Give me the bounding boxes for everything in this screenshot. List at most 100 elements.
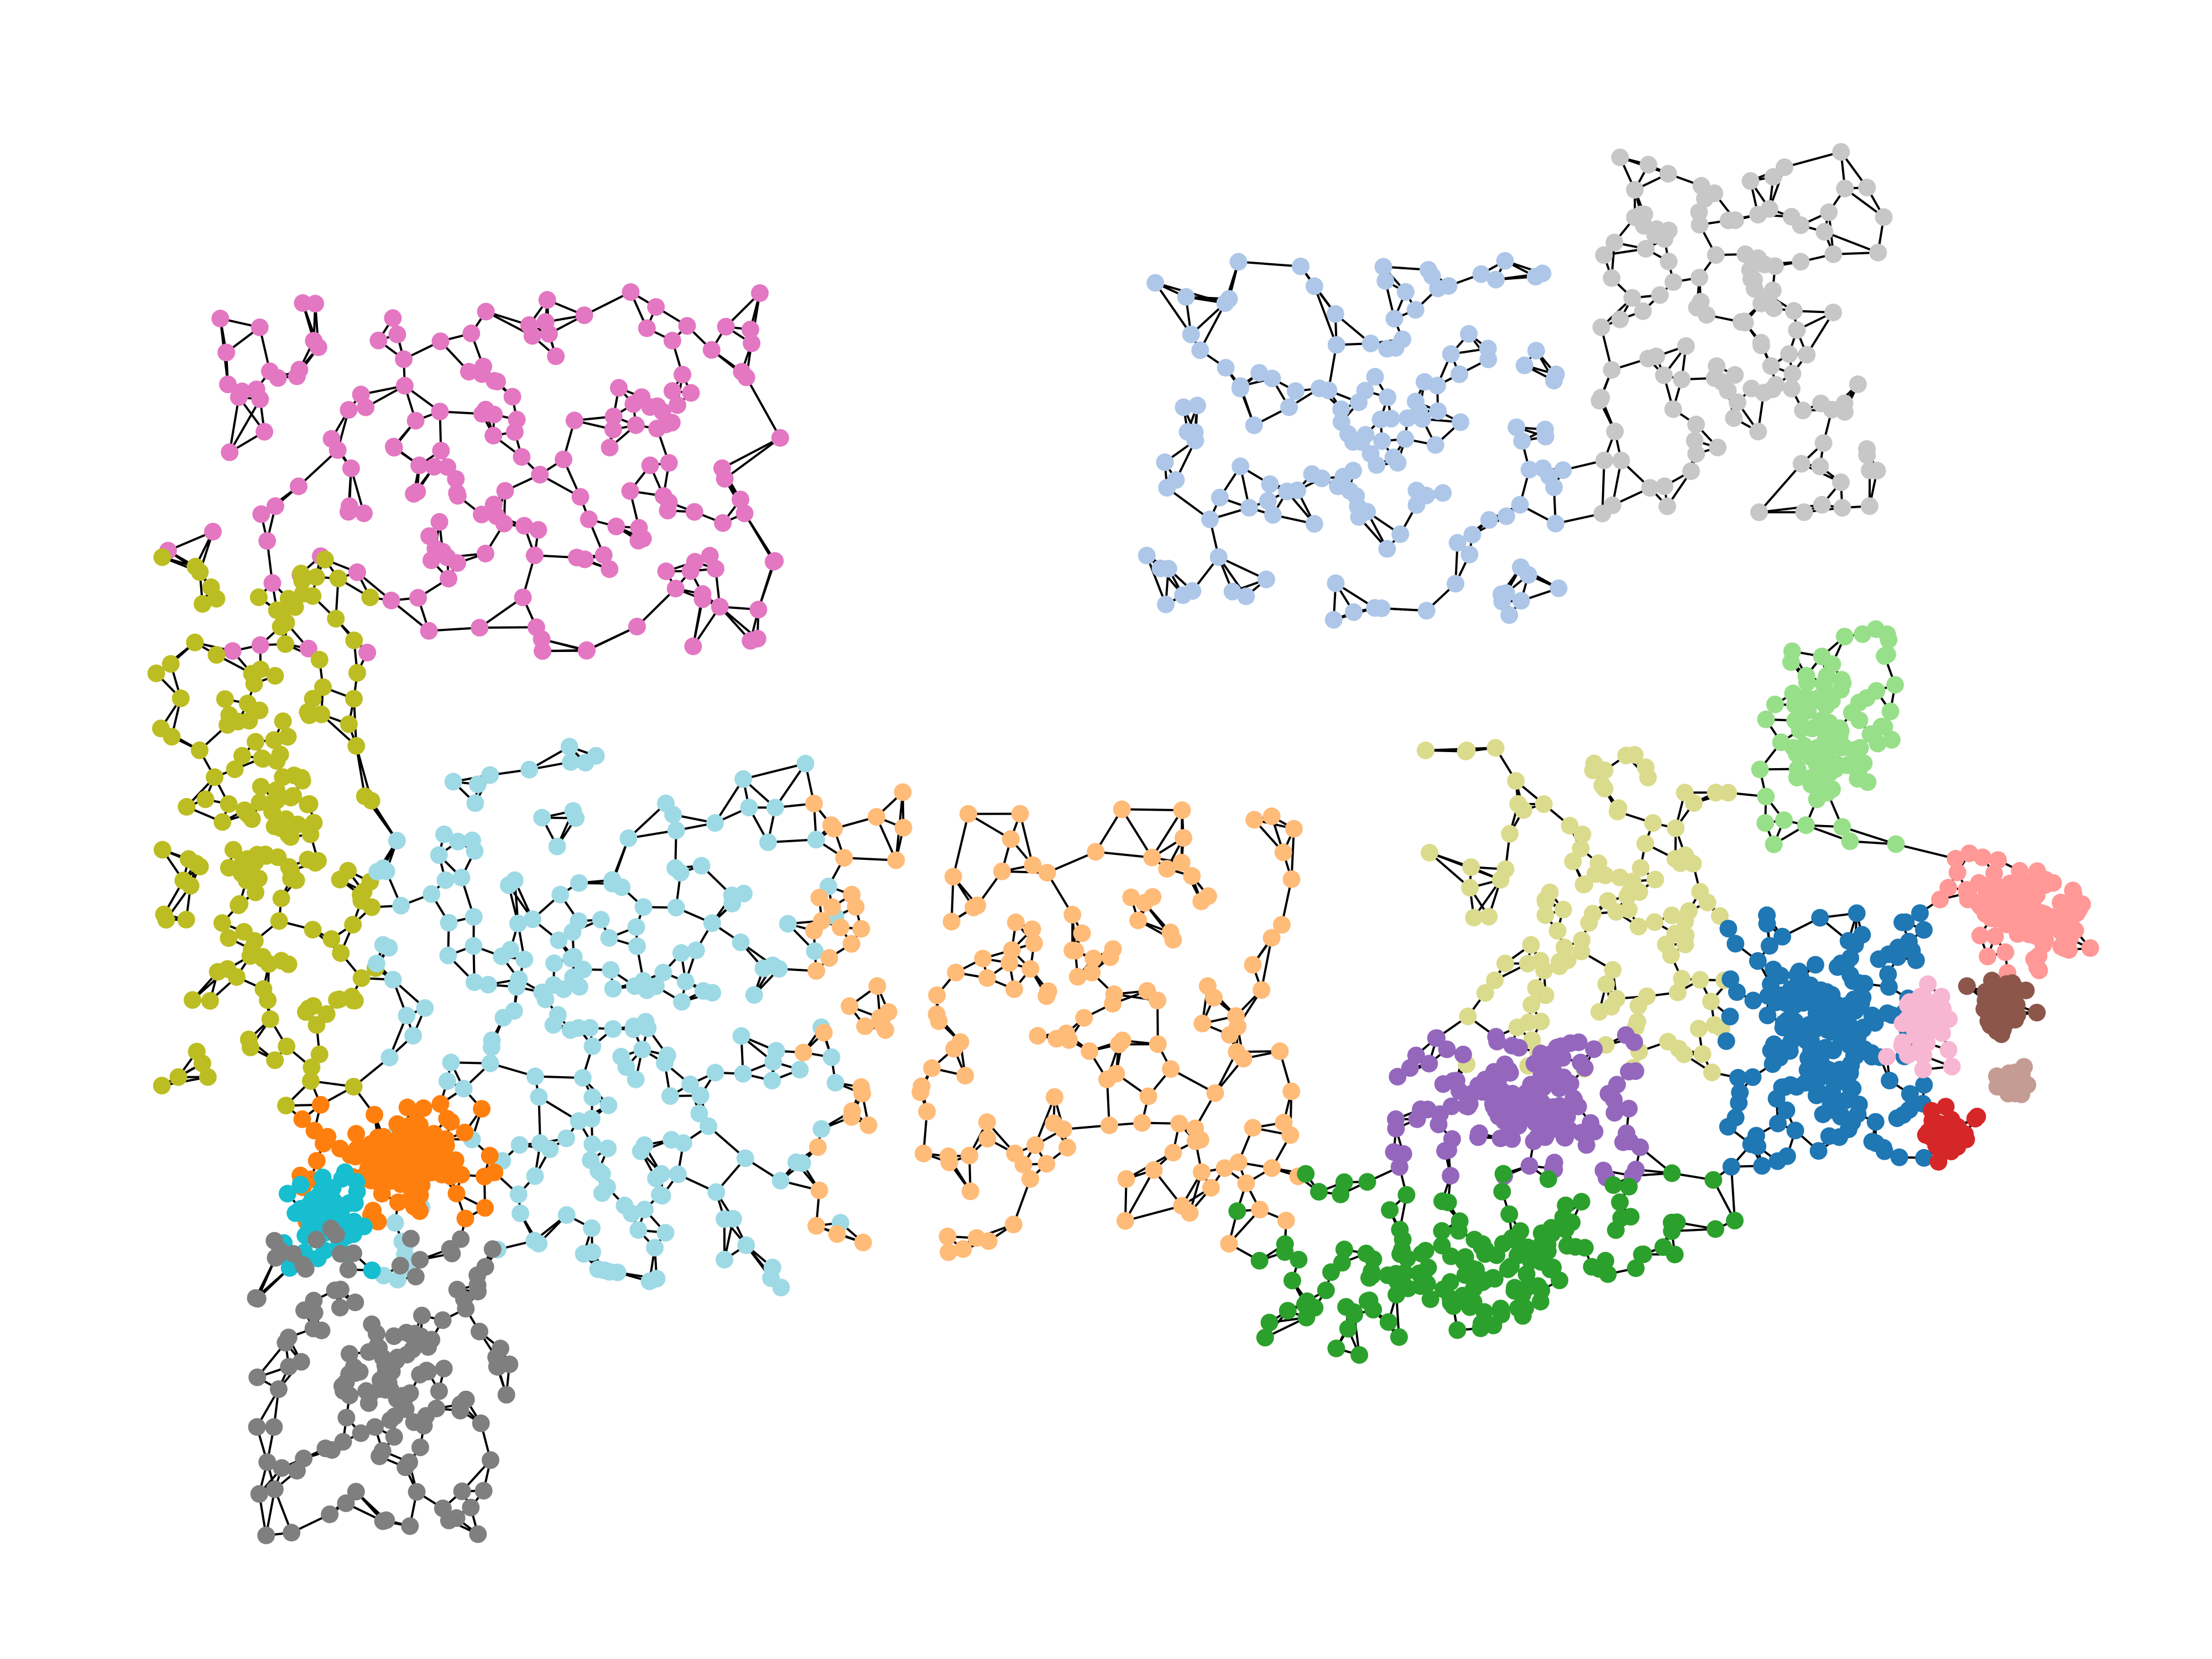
graph-edge [1154, 282, 1192, 335]
node-lightblue-north [1550, 579, 1568, 597]
node-pink-northwest [604, 408, 623, 426]
node-pink-northwest [576, 550, 594, 568]
node-pink-northwest [348, 563, 366, 581]
graph-edge [1313, 285, 1338, 346]
graph-edge [298, 449, 339, 487]
graph-edge [228, 399, 262, 453]
node-lightblue-north [1209, 548, 1228, 566]
node-pink-northwest [741, 320, 759, 338]
node-pink-northwest [575, 306, 593, 325]
node-pink-northwest [432, 441, 450, 460]
node-pink-northwest [495, 514, 513, 533]
node-pink-northwest [663, 382, 681, 400]
node-layer [147, 143, 2099, 1545]
node-pink-northwest [340, 401, 358, 419]
node-pink-northwest [422, 551, 440, 570]
graph-edge [724, 437, 781, 480]
node-pink-northwest [735, 504, 754, 523]
node-pink-northwest [601, 439, 619, 457]
node-pink-northwest [473, 365, 491, 383]
node-pink-northwest [508, 410, 526, 429]
node-pink-northwest [477, 302, 495, 321]
node-pink-northwest [751, 284, 769, 302]
graph-edge [1758, 463, 1803, 513]
node-pink-northwest [204, 523, 222, 541]
node-pink-northwest [607, 518, 625, 535]
node-pink-northwest [624, 395, 643, 413]
node-pink-northwest [439, 458, 456, 476]
node-pink-northwest [211, 310, 229, 327]
graph-edge [1730, 1166, 1736, 1221]
node-pink-northwest [669, 396, 686, 414]
node-pink-northwest [674, 366, 692, 384]
graph-edge [743, 513, 775, 562]
node-pink-northwest [525, 546, 544, 565]
graph-edge [1824, 231, 1879, 254]
node-pink-northwest [217, 343, 236, 362]
node-pink-northwest [578, 641, 596, 659]
graph-edge [952, 813, 969, 877]
node-pink-northwest [409, 589, 427, 607]
node-pink-northwest [382, 591, 400, 609]
node-pink-northwest [515, 517, 533, 535]
node-pink-northwest [663, 332, 681, 349]
graph-edge [1759, 503, 1823, 514]
node-pink-northwest [713, 459, 731, 477]
node-pink-northwest [685, 503, 703, 521]
node-pink-northwest [514, 588, 532, 607]
node-pink-northwest [430, 513, 448, 531]
graph-edge [1199, 302, 1227, 351]
node-pink-northwest [711, 598, 729, 616]
node-pink-northwest [771, 429, 789, 447]
graph-edge [1784, 150, 1841, 169]
node-lightblue-north [1237, 587, 1255, 606]
node-pink-northwest [410, 456, 429, 474]
node-pink-northwest [660, 454, 678, 472]
node-pink-northwest [340, 503, 357, 521]
node-pink-northwest [288, 367, 306, 385]
node-pink-northwest [462, 324, 481, 342]
graph-edge [1125, 1204, 1182, 1222]
node-pink-northwest [431, 403, 449, 421]
graph-edge [774, 763, 807, 808]
graph-edge [1895, 843, 1956, 860]
graph-edge [1121, 808, 1153, 858]
node-pink-northwest [299, 639, 317, 658]
node-pink-northwest [555, 450, 572, 468]
node-pink-northwest [484, 495, 503, 514]
node-pink-northwest [406, 411, 425, 430]
node-pink-northwest [648, 420, 666, 437]
node-lightblue-north [1547, 514, 1564, 533]
graph-edge [479, 626, 536, 629]
node-pink-northwest [251, 318, 269, 336]
graph-edge [1166, 487, 1211, 520]
node-pink-northwest [484, 426, 503, 445]
node-pink-northwest [681, 562, 700, 580]
node-pink-northwest [629, 531, 648, 550]
node-pink-northwest [666, 580, 685, 598]
node-pink-northwest [258, 532, 276, 550]
node-pink-northwest [420, 622, 438, 640]
node-pink-northwest [263, 574, 281, 592]
node-pink-northwest [622, 283, 640, 301]
node-pink-northwest [233, 382, 251, 400]
node-pink-northwest [251, 390, 269, 408]
graph-edge [1151, 810, 1183, 858]
node-pink-northwest [601, 560, 619, 578]
node-pink-northwest [219, 375, 237, 394]
node-lightblue-north [1146, 274, 1165, 292]
node-pink-northwest [547, 347, 565, 366]
node-pink-northwest [565, 411, 583, 430]
node-pink-northwest [714, 514, 732, 532]
node-pink-northwest [523, 327, 541, 345]
node-pink-northwest [503, 388, 521, 406]
node-pink-northwest [473, 505, 491, 524]
node-pink-northwest [460, 363, 478, 381]
node-pink-northwest [621, 482, 639, 500]
graph-edge [1428, 852, 1471, 889]
node-pink-northwest [580, 510, 598, 528]
node-pink-northwest [309, 338, 327, 356]
graph-edge [1121, 808, 1182, 812]
node-pink-northwest [294, 294, 312, 312]
